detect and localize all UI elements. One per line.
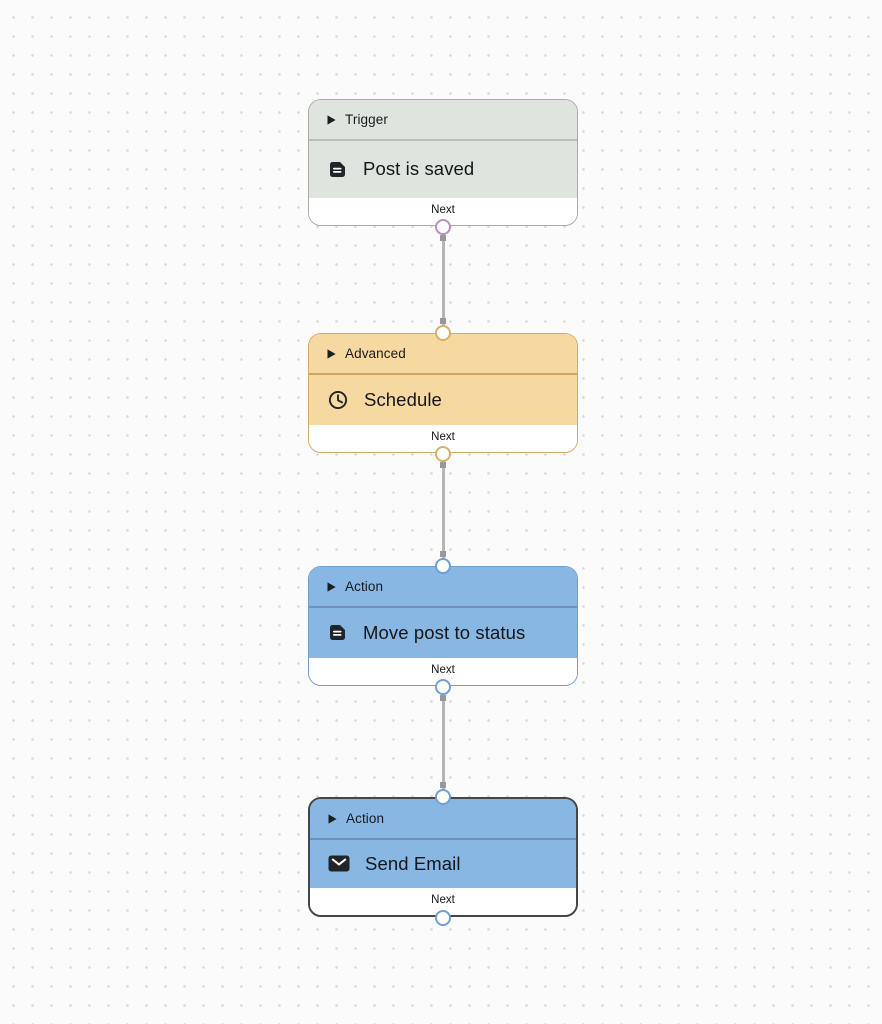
next-label: Next	[431, 431, 455, 443]
edge-source-stub	[440, 695, 446, 701]
output-port[interactable]	[435, 909, 451, 926]
play-triangle-icon	[327, 348, 336, 359]
node-action-send-email[interactable]: Action Send Email Next	[308, 788, 578, 926]
edge-move-post-to-send-email[interactable]	[440, 686, 446, 797]
input-port[interactable]	[435, 324, 451, 341]
node-title: Post is saved	[363, 158, 475, 180]
node-title: Schedule	[364, 388, 442, 410]
play-triangle-icon	[327, 114, 336, 125]
edge-source-stub	[440, 235, 446, 241]
node-header: Advanced	[309, 334, 577, 373]
output-port[interactable]	[435, 218, 451, 235]
output-port[interactable]	[435, 678, 451, 695]
edge-source-stub	[440, 462, 446, 468]
edge-trigger-to-schedule[interactable]	[440, 226, 446, 333]
node-title: Send Email	[365, 852, 461, 874]
next-label: Next	[431, 664, 455, 676]
edge-target-stub	[440, 318, 446, 324]
node-box: Trigger Post is saved Next	[308, 99, 578, 226]
node-advanced-schedule[interactable]: Advanced Schedule Next	[308, 324, 578, 462]
input-port[interactable]	[435, 788, 451, 805]
next-label: Next	[431, 204, 455, 216]
node-divider	[310, 838, 576, 840]
node-header: Trigger	[309, 100, 577, 139]
node-title: Move post to status	[363, 621, 526, 643]
edge-schedule-to-move-post[interactable]	[440, 453, 446, 566]
node-box: Action Send Email Next	[308, 797, 578, 917]
output-port[interactable]	[435, 445, 451, 462]
node-category-label: Advanced	[345, 346, 406, 361]
node-category-label: Action	[346, 811, 385, 826]
node-body: Send Email	[310, 839, 576, 888]
envelope-icon	[328, 855, 350, 872]
clock-icon	[327, 389, 349, 411]
play-triangle-icon	[328, 813, 337, 824]
node-body: Schedule	[309, 374, 577, 425]
node-divider	[309, 139, 577, 141]
node-header: Action	[310, 799, 576, 838]
node-body: Post is saved	[309, 140, 577, 198]
node-category-label: Trigger	[345, 112, 388, 127]
node-box: Action Move post to status Next	[308, 566, 578, 686]
node-divider	[309, 606, 577, 608]
edge-target-stub	[440, 551, 446, 557]
next-label: Next	[431, 894, 455, 906]
document-icon	[327, 622, 348, 643]
document-icon	[327, 159, 348, 180]
node-header: Action	[309, 567, 577, 606]
edge-target-stub	[440, 782, 446, 788]
node-body: Move post to status	[309, 607, 577, 658]
input-port[interactable]	[435, 557, 451, 574]
node-category-label: Action	[345, 579, 384, 594]
node-divider	[309, 373, 577, 375]
play-triangle-icon	[327, 581, 336, 592]
node-action-move-post-to-status[interactable]: Action Move post to status Next	[308, 557, 578, 695]
node-trigger-post-is-saved[interactable]: Trigger Post is saved Next	[308, 99, 578, 235]
node-box: Advanced Schedule Next	[308, 333, 578, 453]
